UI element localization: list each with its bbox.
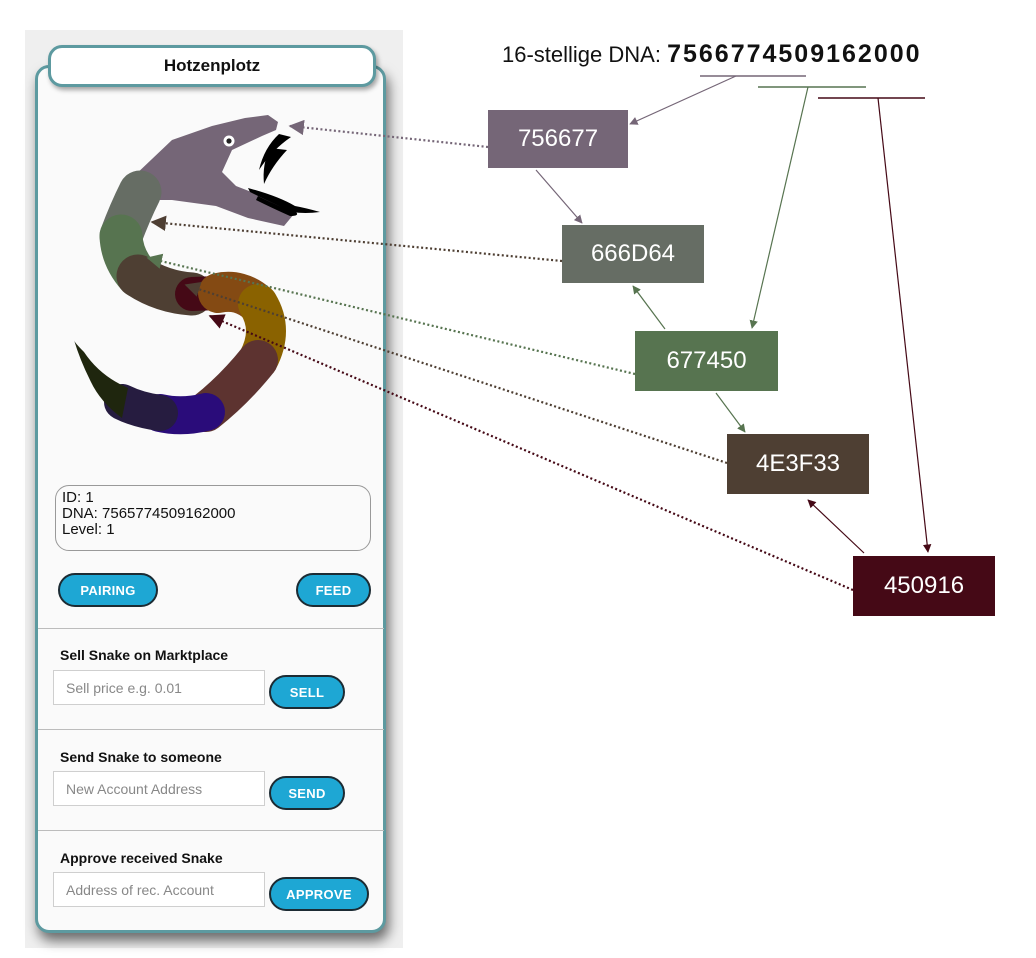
divider-sell <box>38 628 384 629</box>
send-address-input[interactable]: New Account Address <box>53 771 265 806</box>
snake-level-text: Level: 1 <box>62 521 115 538</box>
approve-button[interactable]: APPROVE <box>269 877 369 911</box>
snake-info-box: ID: 1 DNA: 7565774509162000 Level: 1 <box>55 485 371 551</box>
send-section-title: Send Snake to someone <box>60 749 222 765</box>
divider-approve <box>38 830 384 831</box>
approve-section-title: Approve received Snake <box>60 850 223 866</box>
sell-price-input[interactable]: Sell price e.g. 0.01 <box>53 670 265 705</box>
snake-id-text: ID: 1 <box>62 489 94 506</box>
arrow-dna-to-hex-5 <box>877 97 932 553</box>
snake-dna-text: DNA: 7565774509162000 <box>62 505 236 522</box>
send-button[interactable]: SEND <box>269 776 345 810</box>
dna-value: 7566774509162000 <box>667 40 922 68</box>
snake-pupil <box>226 138 232 144</box>
dna-label: 16-stellige DNA: <box>502 42 661 67</box>
approve-address-input[interactable]: Address of rec. Account <box>53 872 265 907</box>
dotted-arrow-hex5-to-segment <box>208 314 854 592</box>
feed-button[interactable]: FEED <box>296 573 371 607</box>
snake-head <box>132 115 294 226</box>
arrow-hex3-to-hex2 <box>632 285 666 330</box>
dna-header: 16-stellige DNA: 7566774509162000 <box>502 40 922 69</box>
arrow-dna-to-hex-3 <box>749 86 809 329</box>
pairing-button[interactable]: PAIRING <box>58 573 158 607</box>
dotted-arrow-hex3-to-segment <box>146 253 636 376</box>
snake-tongue-lower <box>256 196 298 216</box>
sell-section-title: Sell Snake on Marktplace <box>60 647 229 663</box>
arrow-hex3-to-hex4 <box>715 392 746 433</box>
sell-button[interactable]: SELL <box>269 675 345 709</box>
hex-box-1: 756677 <box>488 110 628 168</box>
dotted-arrow-hex4-to-segment <box>184 282 728 465</box>
dotted-arrow-hex1-to-head <box>288 119 489 149</box>
arrow-hex5-to-hex4 <box>807 499 865 554</box>
divider-send <box>38 729 384 730</box>
arrow-hex1-to-hex2 <box>535 169 583 224</box>
snake-name-title: Hotzenplotz <box>48 45 376 87</box>
snake-fang-upper <box>259 134 291 170</box>
snake-tongue <box>248 188 320 213</box>
snake-fang-lower <box>263 148 287 184</box>
arrow-dna-to-hex-1 <box>629 75 737 125</box>
hex-box-2: 666D64 <box>562 225 704 283</box>
hex-box-4: 4E3F33 <box>727 434 869 494</box>
hex-box-5: 450916 <box>853 556 995 616</box>
snake-tail <box>74 340 128 418</box>
hex-box-3: 677450 <box>635 331 778 391</box>
dotted-arrow-hex2-to-segment <box>150 215 563 263</box>
